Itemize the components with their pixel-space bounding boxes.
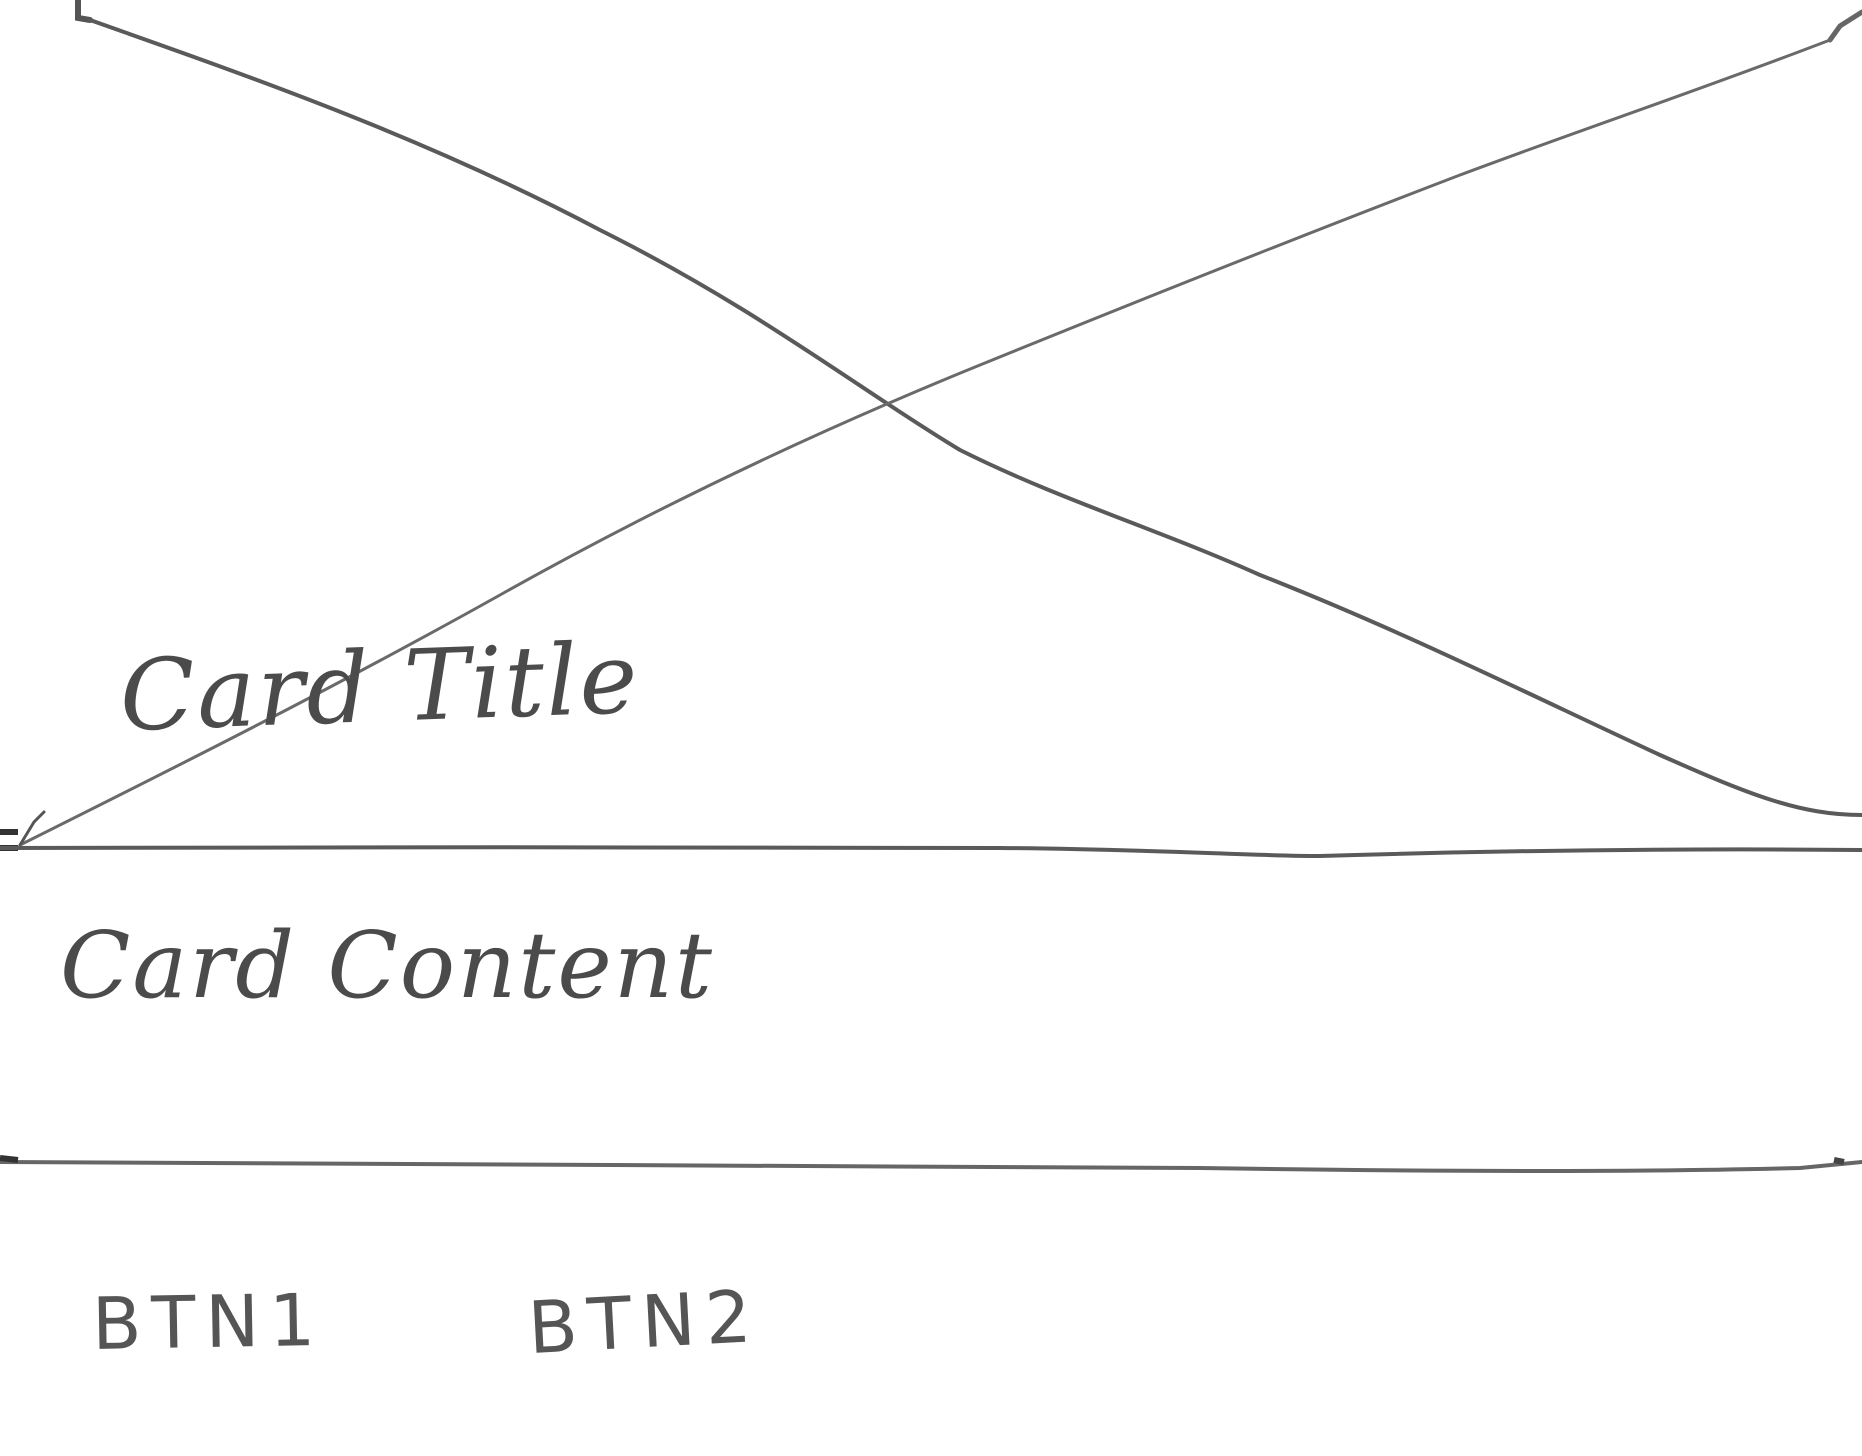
btn2-button[interactable]: BTN2 xyxy=(525,1273,764,1371)
card-content: Card Content xyxy=(60,912,715,1019)
btn1-button[interactable]: BTN1 xyxy=(91,1277,326,1367)
card-title: Card Title xyxy=(118,621,642,754)
card-actions: BTN1 BTN2 xyxy=(0,1170,1862,1456)
